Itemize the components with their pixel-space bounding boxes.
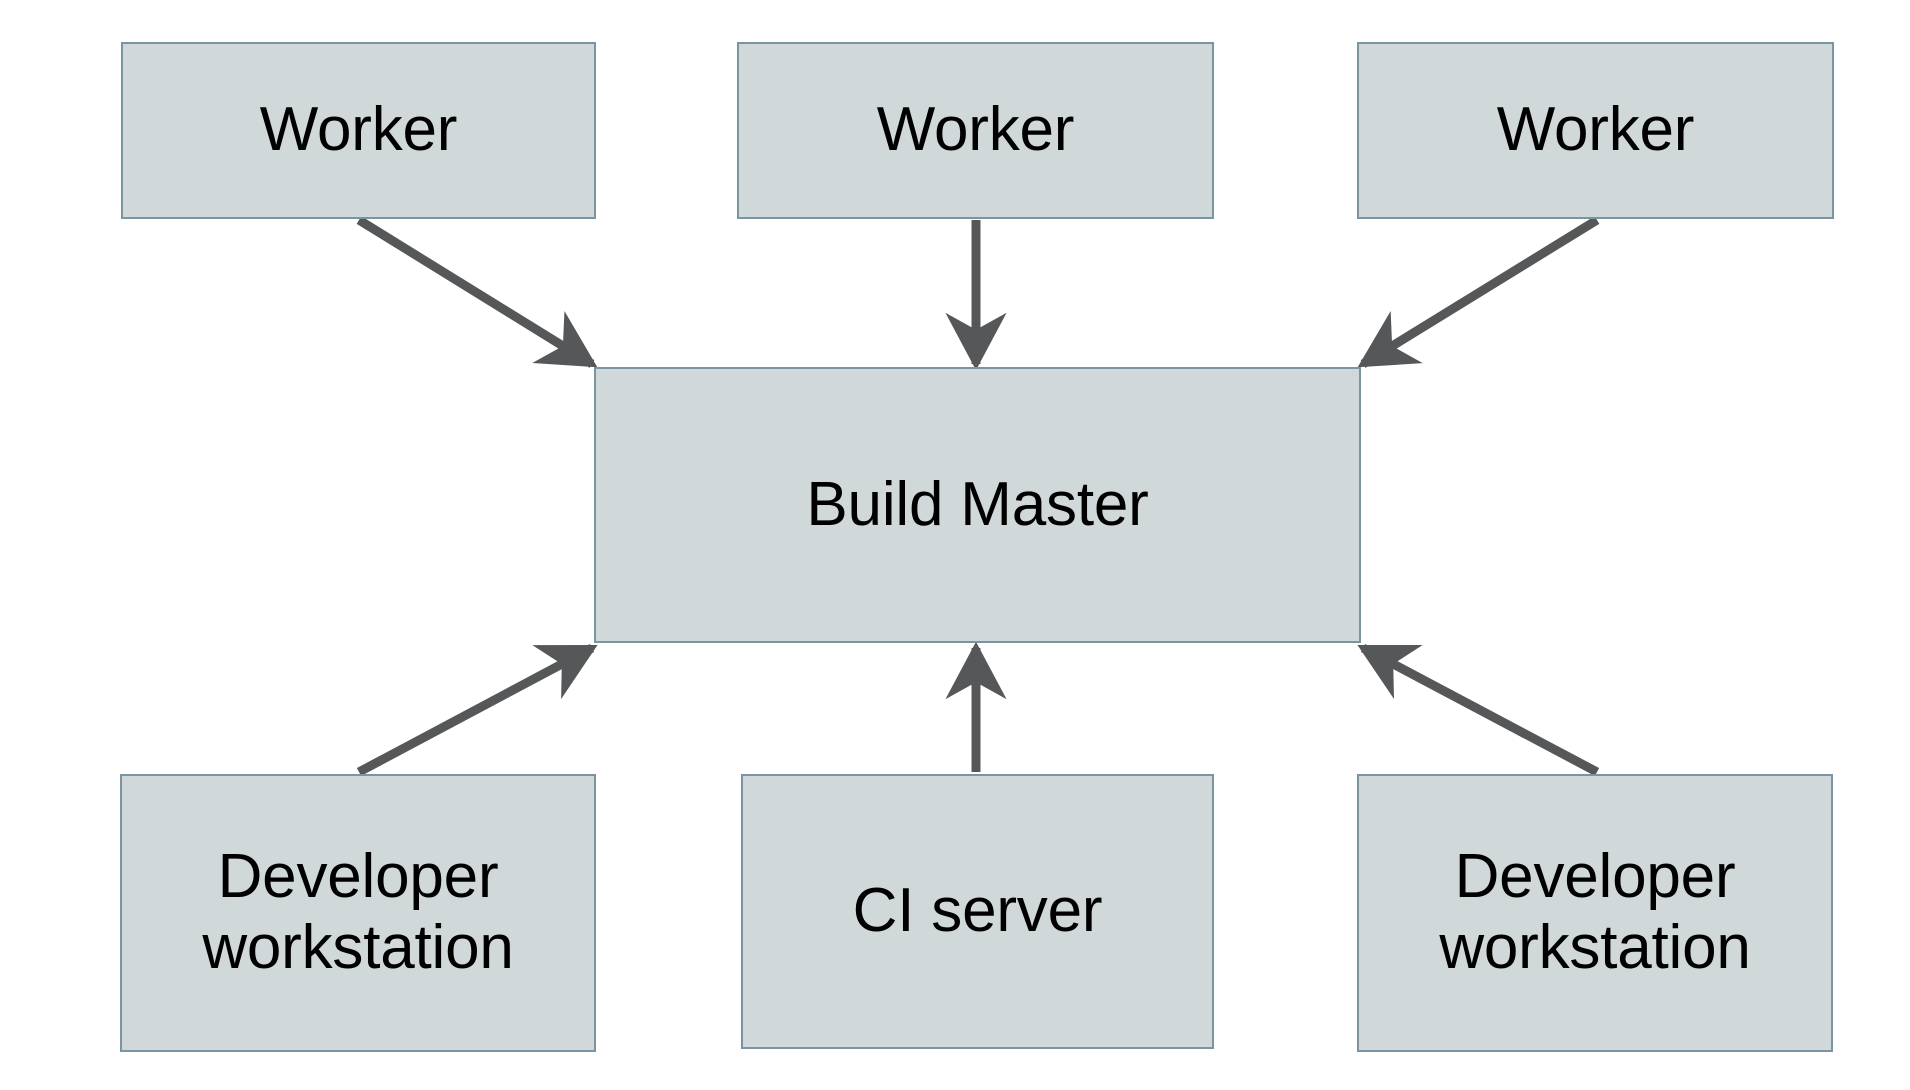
node-developer-workstation-left[interactable]: Developer workstation [120, 774, 596, 1052]
node-worker-1[interactable]: Worker [121, 42, 596, 219]
arrow-developer-workstation-right-to-build-master [1357, 644, 1600, 776]
node-build-master[interactable]: Build Master [594, 367, 1361, 643]
node-worker-3[interactable]: Worker [1357, 42, 1834, 219]
arrow-worker-3-to-build-master [1357, 216, 1600, 368]
node-developer-workstation-right[interactable]: Developer workstation [1357, 774, 1833, 1052]
node-ci-server[interactable]: CI server [741, 774, 1214, 1049]
node-worker-2[interactable]: Worker [737, 42, 1214, 219]
arrow-developer-workstation-left-to-build-master [356, 644, 598, 776]
arrow-worker-1-to-build-master [356, 216, 598, 368]
